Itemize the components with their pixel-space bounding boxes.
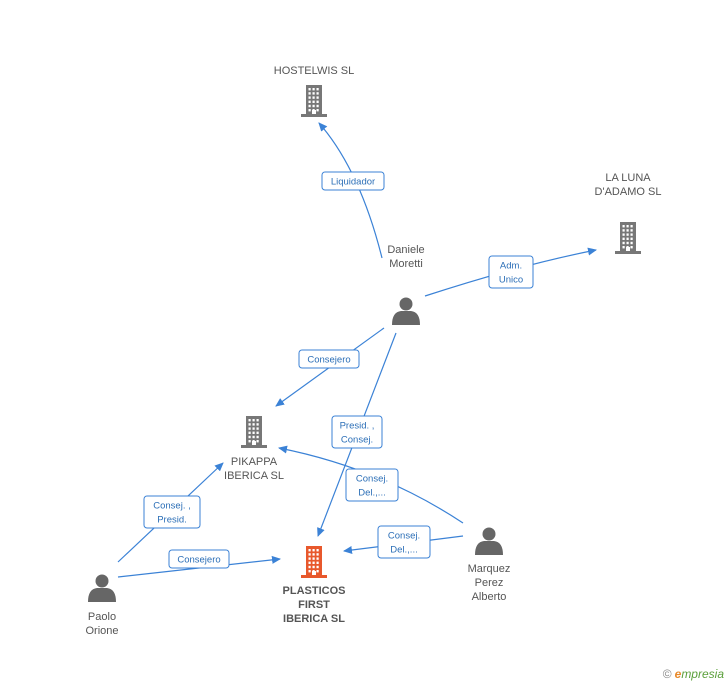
edge-label-daniele-plasticos[interactable]: Presid. , Consej.: [331, 415, 383, 449]
node-label-plasticos: FIRST: [298, 599, 330, 611]
edge-label-box: [321, 171, 385, 191]
node-label-marquez: Perez: [475, 577, 504, 589]
building-icon: [301, 85, 327, 117]
edge-label-box: [298, 349, 360, 369]
node-label-daniele: Daniele: [387, 244, 424, 256]
node-hostelwis[interactable]: HOSTELWIS SL: [274, 65, 354, 117]
person-icon: [392, 297, 420, 325]
person-icon: [88, 574, 116, 602]
edge-label-box: [488, 255, 534, 289]
node-label-laluna: LA LUNA: [605, 172, 651, 184]
node-laluna[interactable]: LA LUNA D'ADAMO SL: [595, 172, 662, 254]
edge-label-box: [143, 495, 201, 529]
edge-label-text: Consej. ,: [153, 501, 191, 512]
copyright-symbol: ©: [662, 667, 672, 681]
edge-label-text: Consejero: [307, 355, 350, 366]
node-pikappa[interactable]: PIKAPPA IBERICA SL: [224, 416, 284, 482]
edge-label-text: Del.,...: [390, 545, 417, 556]
edge-label-marquez-plasticos[interactable]: Consej. Del.,...: [377, 525, 431, 559]
node-label-daniele: Moretti: [389, 258, 423, 270]
edge-label-box: [331, 415, 383, 449]
building-icon: [301, 546, 327, 578]
node-label-plasticos: IBERICA SL: [283, 613, 345, 625]
edge-label-marquez-pikappa[interactable]: Consej. Del.,...: [345, 468, 399, 502]
brand-initial: e: [674, 667, 682, 681]
edge-label-paolo-pikappa[interactable]: Consej. , Presid.: [143, 495, 201, 529]
building-icon: [615, 222, 641, 254]
edge-label-box: [377, 525, 431, 559]
edge-label-daniele-hostelwis[interactable]: Liquidador: [321, 171, 385, 191]
node-label-plasticos: PLASTICOS: [283, 585, 346, 597]
edge-label-text: Presid.: [157, 515, 187, 526]
edge-label-daniele-pikappa[interactable]: Consejero: [298, 349, 360, 369]
edge-label-text: Consej.: [356, 474, 388, 485]
edge-label-text: Presid. ,: [340, 421, 375, 432]
brand-name: mpresia: [681, 667, 724, 681]
node-label-pikappa: PIKAPPA: [231, 456, 278, 468]
node-label-marquez: Marquez: [468, 563, 511, 575]
node-label-hostelwis: HOSTELWIS SL: [274, 65, 354, 77]
edge-label-text: Adm.: [500, 261, 522, 272]
edge-label-box: [345, 468, 399, 502]
edge-label-daniele-laluna[interactable]: Adm. Unico: [488, 255, 534, 289]
empresia-watermark: ©empresia: [663, 667, 724, 681]
node-label-marquez: Alberto: [472, 591, 507, 603]
node-plasticos[interactable]: PLASTICOS FIRST IBERICA SL: [283, 546, 346, 625]
edge-label-text: Consej.: [388, 531, 420, 542]
edge-label-paolo-plasticos[interactable]: Consejero: [168, 549, 230, 569]
edge-label-text: Del.,...: [358, 488, 385, 499]
edge-label-text: Liquidador: [331, 177, 375, 188]
edge-label-text: Consejero: [177, 555, 220, 566]
edge-label-box: [168, 549, 230, 569]
edge-label-text: Unico: [499, 275, 523, 286]
building-icon: [241, 416, 267, 448]
node-label-pikappa: IBERICA SL: [224, 470, 284, 482]
edge-label-text: Consej.: [341, 435, 373, 446]
node-label-paolo: Paolo: [88, 611, 116, 623]
node-label-laluna: D'ADAMO SL: [595, 186, 662, 198]
node-label-paolo: Orione: [85, 625, 118, 637]
person-icon: [475, 527, 503, 555]
